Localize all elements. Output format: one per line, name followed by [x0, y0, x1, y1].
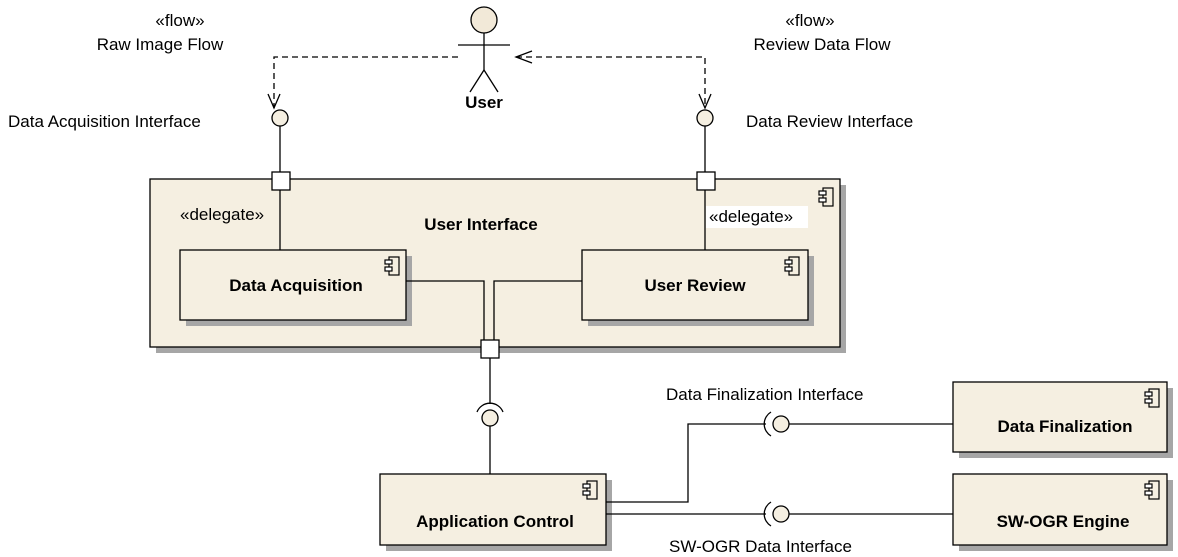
data-acquisition-component[interactable]: Data Acquisition [179, 249, 412, 326]
application-control-box [379, 473, 607, 546]
user-interface-title: User Interface [424, 215, 537, 234]
application-control-component[interactable]: Application Control [379, 473, 612, 551]
interface-ball [772, 415, 790, 433]
interface-socket [476, 402, 504, 413]
delegate-right-label: «delegate» [709, 207, 793, 226]
user-actor[interactable]: User [458, 6, 510, 112]
interface-ball [481, 409, 499, 427]
delegate-right-label-bg [706, 206, 808, 228]
application-control-interface[interactable] [476, 358, 504, 474]
interface-ball [696, 109, 714, 127]
data-finalization-title: Data Finalization [997, 417, 1132, 436]
review-data-flow[interactable] [514, 50, 712, 110]
data-acquisition-interface[interactable]: Data Acquisition Interface [8, 109, 289, 172]
data-finalization-interface-label: Data Finalization Interface [666, 385, 864, 404]
actor-head [470, 6, 498, 34]
data-acquisition-box [179, 249, 407, 321]
user-review-box [581, 249, 809, 321]
port-data-acquisition[interactable] [271, 171, 291, 191]
data-acquisition-title: Data Acquisition [229, 276, 363, 295]
data-finalization-component[interactable]: Data Finalization [952, 381, 1173, 458]
user-review-title: User Review [644, 276, 746, 295]
right-flow-stereotype: «flow» [785, 11, 834, 30]
data-finalization-interface[interactable]: Data Finalization Interface [606, 385, 953, 503]
left-flow-stereotype: «flow» [155, 11, 204, 30]
data-finalization-box [952, 381, 1168, 453]
interface-ball [772, 505, 790, 523]
sw-ogr-engine-component[interactable]: SW-OGR Engine [952, 473, 1173, 551]
sw-ogr-engine-box [952, 473, 1168, 546]
interface-socket [763, 411, 772, 437]
left-flow-name: Raw Image Flow [97, 35, 224, 54]
sw-ogr-data-interface[interactable]: SW-OGR Data Interface [606, 501, 953, 556]
sw-ogr-data-interface-label: SW-OGR Data Interface [669, 537, 852, 556]
inner-connectors[interactable] [406, 280, 582, 340]
stick-figure-icon [458, 6, 510, 93]
data-acquisition-interface-label: Data Acquisition Interface [8, 112, 201, 131]
interface-socket [763, 501, 772, 527]
actor-name: User [465, 93, 503, 112]
sw-ogr-engine-title: SW-OGR Engine [997, 512, 1130, 531]
user-review-component[interactable]: User Review [581, 249, 814, 326]
data-review-interface-label: Data Review Interface [746, 112, 913, 131]
port-application-control[interactable] [480, 339, 500, 359]
right-flow-name: Review Data Flow [754, 35, 892, 54]
application-control-title: Application Control [416, 512, 574, 531]
data-review-interface[interactable]: Data Review Interface [696, 109, 913, 172]
raw-image-flow[interactable] [267, 56, 458, 110]
interface-ball [271, 109, 289, 127]
delegate-left-label: «delegate» [180, 205, 264, 224]
port-data-review[interactable] [696, 171, 716, 191]
